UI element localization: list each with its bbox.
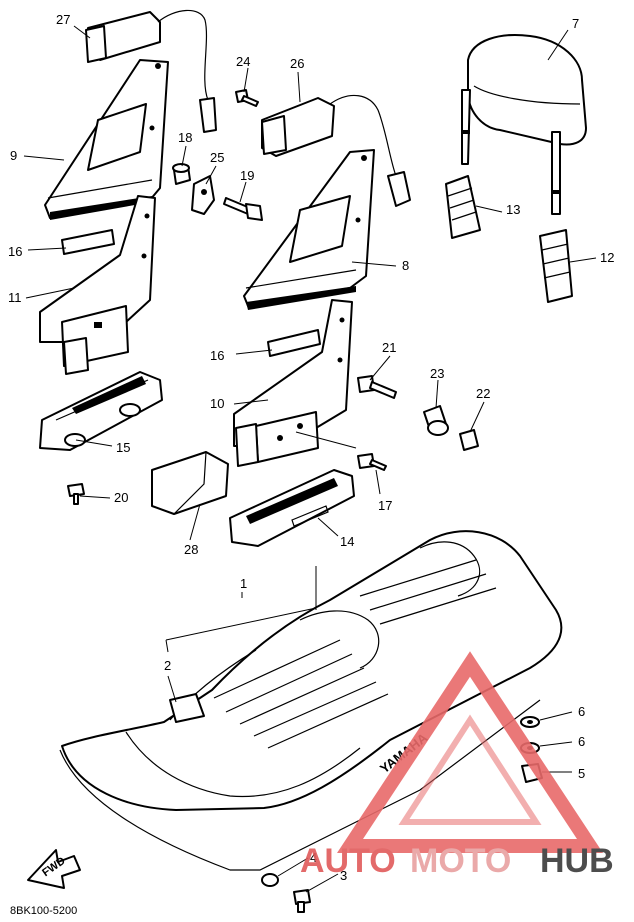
- part-8-bracket: [243, 149, 375, 310]
- part-24-screw: [235, 89, 259, 107]
- callout-6b: 6: [578, 734, 585, 749]
- leader-lines: [23, 25, 597, 893]
- callout-20: 20: [114, 490, 128, 505]
- callout-25: 25: [210, 150, 224, 165]
- callout-10: 10: [210, 396, 224, 411]
- fwd-arrow-icon: FWD: [27, 849, 81, 889]
- part-26-connector: [261, 94, 411, 207]
- part-6-washer-a: [520, 716, 540, 728]
- part-27-connector: [85, 9, 217, 133]
- callout-15: 15: [116, 440, 130, 455]
- callout-2: 2: [164, 658, 171, 673]
- watermark-text-moto: MOTO: [410, 842, 511, 880]
- callout-6a: 6: [578, 704, 585, 719]
- part-19-bolt: [223, 197, 263, 221]
- part-21-bolt: [357, 375, 397, 399]
- callout-7: 7: [572, 16, 579, 31]
- part-14-pad: [229, 469, 355, 547]
- part-23-collar: [423, 405, 449, 436]
- callout-26: 26: [290, 56, 304, 71]
- callout-21: 21: [382, 340, 396, 355]
- part-3-screw: [293, 889, 311, 913]
- part-16-plate-left: [61, 229, 115, 255]
- part-16-plate-right: [267, 329, 321, 357]
- callout-5: 5: [578, 766, 585, 781]
- part-9-bracket: [44, 59, 169, 220]
- callout-14: 14: [340, 534, 354, 549]
- callout-13: 13: [506, 202, 520, 217]
- callout-16b: 16: [210, 348, 224, 363]
- watermark-triangle-icon: [337, 651, 603, 853]
- reference-code: 8BK100-5200: [10, 905, 77, 917]
- callout-numbers: 1 2 3 4 5 6 6 7 8 9 10 11 12 13 14 15 16…: [8, 12, 614, 883]
- callout-27: 27: [56, 12, 70, 27]
- callout-12: 12: [600, 250, 614, 265]
- part-11-bracket: [39, 195, 156, 375]
- part-13-boot: [445, 175, 481, 239]
- callout-16a: 16: [8, 244, 22, 259]
- part-15-pad: [39, 371, 163, 451]
- part-12-boot: [539, 229, 573, 303]
- callout-11: 11: [8, 290, 22, 305]
- callout-22: 22: [476, 386, 490, 401]
- watermark-text-auto: AUTO: [300, 842, 396, 880]
- callout-24: 24: [236, 54, 250, 69]
- part-20-screw: [67, 483, 85, 505]
- callout-18: 18: [178, 130, 192, 145]
- callout-23: 23: [430, 366, 444, 381]
- part-22-nut: [459, 429, 479, 451]
- part-7-backrest: [461, 34, 587, 215]
- part-4-washer: [261, 873, 279, 887]
- part-10-bracket: [233, 299, 353, 467]
- callout-28: 28: [184, 542, 198, 557]
- part-25-clip: [191, 175, 215, 215]
- part-18-bushing: [172, 163, 191, 185]
- callout-19: 19: [240, 168, 254, 183]
- callout-17: 17: [378, 498, 392, 513]
- callout-4: 4: [310, 850, 317, 865]
- callout-9: 9: [10, 148, 17, 163]
- part-28-cover: [151, 451, 229, 515]
- callout-1: 1: [240, 576, 247, 591]
- part-17-screw: [357, 453, 387, 471]
- callout-8: 8: [402, 258, 409, 273]
- watermark-logo: AUTO MOTO HUB: [300, 651, 614, 880]
- callout-3: 3: [340, 868, 347, 883]
- watermark-text-hub: HUB: [540, 842, 614, 880]
